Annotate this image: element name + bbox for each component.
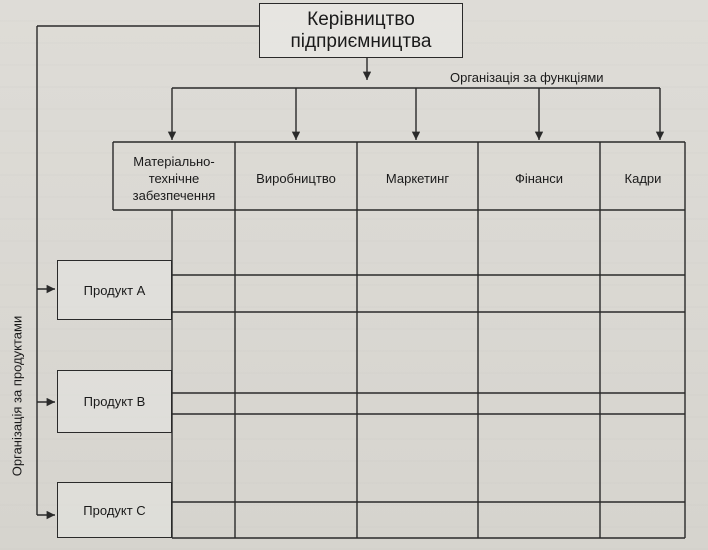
management-line-1: Керівництво: [307, 8, 415, 30]
product-c-label: Продукт C: [83, 502, 146, 518]
function-logistics-line-2: технічне: [148, 170, 200, 186]
function-marketing-label: Маркетинг: [385, 170, 450, 186]
product-a-label: Продукт A: [83, 282, 146, 298]
function-production-label: Виробництво: [256, 170, 336, 186]
function-finance: Фінанси: [481, 150, 597, 206]
function-logistics: Матеріально- технічне забезпечення: [116, 150, 232, 206]
product-b-box: Продукт B: [57, 370, 172, 433]
function-logistics-line-3: забезпечення: [132, 187, 216, 203]
products-org-label: Організація за продуктами: [9, 315, 25, 477]
function-marketing: Маркетинг: [360, 150, 475, 206]
function-finance-label: Фінанси: [514, 170, 564, 186]
management-box: Керівництво підприємництва: [259, 3, 463, 58]
functions-org-label: Організація за функціями: [450, 70, 604, 85]
product-b-label: Продукт B: [83, 394, 146, 409]
function-logistics-line-1: Матеріально-: [133, 153, 215, 169]
function-production: Виробництво: [238, 150, 354, 206]
product-a-box: Продукт A: [57, 260, 172, 320]
product-c-box: Продукт C: [57, 482, 172, 538]
function-hr-label: Кадри: [624, 170, 662, 186]
function-hr: Кадри: [603, 150, 683, 206]
management-line-2: підприємництва: [290, 30, 432, 52]
